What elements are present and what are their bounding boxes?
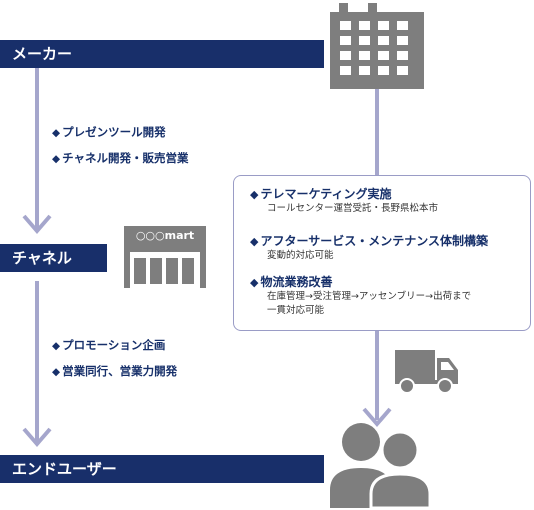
service-item: アフターサービス・メンテナンス体制構築 変動的対応可能 <box>250 232 488 263</box>
maker-band: メーカー <box>0 40 324 68</box>
list-item: プレゼンツール開発 <box>52 120 188 146</box>
end-user-label: エンドユーザー <box>12 460 117 478</box>
channel-band: チャネル <box>0 244 107 272</box>
channel-to-user-list: プロモーション企画 営業同行、営業力開発 <box>52 333 177 385</box>
maker-to-channel-list: プレゼンツール開発 チャネル開発・販売営業 <box>52 120 188 172</box>
maker-label: メーカー <box>12 45 73 63</box>
list-item: 営業同行、営業力開発 <box>52 359 177 385</box>
service-detail: コールセンター運営受託・長野県松本市 <box>267 203 439 214</box>
store-icon: ○○○mart <box>124 226 206 288</box>
store-front <box>124 246 206 288</box>
service-detail: 在庫管理→受注管理→アッセンブリー→出荷まで <box>267 291 472 302</box>
services-box: テレマーケティング実施 コールセンター運営受託・長野県松本市 アフターサービス・… <box>233 175 531 331</box>
service-detail: 一貫対応可能 <box>267 305 325 316</box>
arrow-channel-to-user <box>22 281 52 448</box>
service-detail: 変動的対応可能 <box>267 250 334 261</box>
arrow-services-to-user <box>362 331 392 428</box>
channel-label: チャネル <box>12 249 72 267</box>
service-title: 物流業務改善 <box>250 273 471 290</box>
service-item: 物流業務改善 在庫管理→受注管理→アッセンブリー→出荷まで 一貫対応可能 <box>250 273 471 318</box>
end-user-band: エンドユーザー <box>0 455 324 483</box>
building-icon <box>330 3 424 89</box>
service-title: アフターサービス・メンテナンス体制構築 <box>250 232 488 249</box>
store-sign: ○○○mart <box>124 226 206 246</box>
list-item: チャネル開発・販売営業 <box>52 146 188 172</box>
users-icon <box>330 423 430 508</box>
service-title: テレマーケティング実施 <box>250 185 438 202</box>
truck-icon <box>395 350 458 394</box>
arrow-maker-to-channel <box>22 68 52 235</box>
list-item: プロモーション企画 <box>52 333 177 359</box>
service-item: テレマーケティング実施 コールセンター運営受託・長野県松本市 <box>250 185 438 216</box>
